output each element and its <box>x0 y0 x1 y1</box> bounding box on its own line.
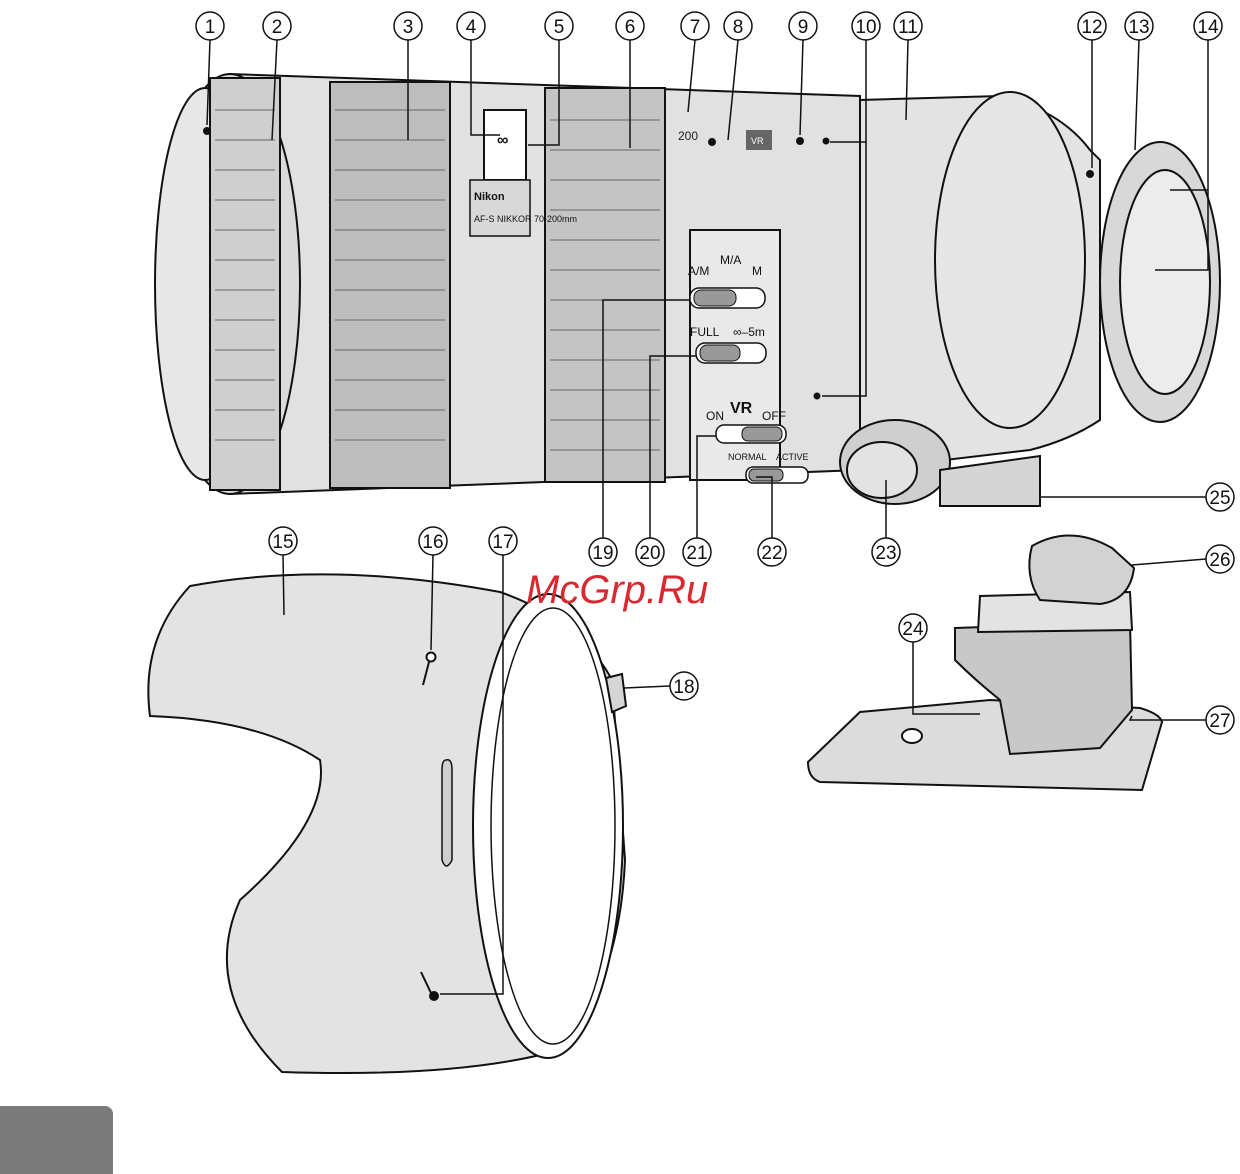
callout-number: 25 <box>1209 488 1230 509</box>
mount-index-dot <box>1086 170 1094 178</box>
callout-number: 19 <box>592 543 613 564</box>
callout-number: 16 <box>422 532 443 553</box>
callout-number: 10 <box>855 17 876 38</box>
callout-26: 26 <box>1206 545 1234 573</box>
callout-8: 8 <box>724 12 752 40</box>
callout-1: 1 <box>196 12 224 40</box>
lens-hood <box>148 574 626 1073</box>
callout-23: 23 <box>872 538 900 566</box>
callout-7: 7 <box>681 12 709 40</box>
callout-number: 2 <box>272 17 283 38</box>
callout-number: 13 <box>1128 17 1149 38</box>
callout-17: 17 <box>489 527 517 555</box>
brand-text: Nikon <box>474 191 505 203</box>
callout-2: 2 <box>263 12 291 40</box>
callout-22: 22 <box>758 538 786 566</box>
callout-15: 15 <box>269 527 297 555</box>
page-tab <box>0 1106 113 1174</box>
callout-25: 25 <box>1206 483 1234 511</box>
lens-mount-inner <box>1120 170 1210 394</box>
callout-number: 4 <box>466 17 477 38</box>
callout-number: 1 <box>205 17 216 38</box>
callout-number: 8 <box>733 17 744 38</box>
hood-alignment-dot <box>430 992 438 1000</box>
vr-title-label: VR <box>730 400 753 417</box>
focal-index-dot <box>708 138 716 146</box>
callout-number: 15 <box>272 532 293 553</box>
callout-number: 14 <box>1197 17 1219 38</box>
model-text: AF-S NIKKOR 70-200mm <box>474 214 577 224</box>
callout-number: 17 <box>492 532 513 553</box>
focus-limit-5m-label: ∞–5m <box>733 325 765 339</box>
focus-limit-full-label: FULL <box>690 325 720 339</box>
vr-index-dot <box>796 137 804 145</box>
focal-scale-200: 200 <box>678 129 698 143</box>
callout-number: 12 <box>1081 17 1102 38</box>
af-mode-ma-label: M/A <box>720 253 741 267</box>
callout-12: 12 <box>1078 12 1106 40</box>
callout-number: 27 <box>1209 711 1230 732</box>
focus-limit-switch-knob[interactable] <box>700 345 740 361</box>
callout-20: 20 <box>636 538 664 566</box>
callout-number: 24 <box>902 619 924 640</box>
callout-number: 6 <box>625 17 636 38</box>
callout-6: 6 <box>616 12 644 40</box>
tripod-socket <box>902 729 922 743</box>
tripod-foot-stub <box>940 456 1040 506</box>
tripod-knob-face <box>847 442 917 498</box>
callout-number: 11 <box>898 17 918 38</box>
watermark-text: McGrp.Ru <box>526 568 708 612</box>
brand-plate <box>470 180 530 236</box>
callout-10: 10 <box>852 12 880 40</box>
callout-3: 3 <box>394 12 422 40</box>
focus-mode-switch-knob[interactable] <box>694 290 736 306</box>
collar-index-dot-lower <box>814 393 821 400</box>
hood-inner-rim <box>491 608 615 1044</box>
zoom-ring-rubber[interactable] <box>330 82 450 488</box>
callout-number: 20 <box>639 543 660 564</box>
vr-on-off-switch-knob[interactable] <box>742 427 782 441</box>
tripod-foot <box>808 535 1162 790</box>
vr-mode-switch-knob[interactable] <box>749 469 783 481</box>
callout-21: 21 <box>683 538 711 566</box>
vr-normal-label: NORMAL <box>728 452 767 462</box>
callout-number: 5 <box>554 17 565 38</box>
callout-24: 24 <box>899 614 927 642</box>
callout-number: 9 <box>798 17 809 38</box>
callout-number: 21 <box>686 543 707 564</box>
callout-18: 18 <box>670 672 698 700</box>
callout-number: 18 <box>673 677 694 698</box>
af-mode-m-label: M <box>752 264 762 278</box>
vr-on-label: ON <box>706 409 724 423</box>
callout-number: 22 <box>761 543 782 564</box>
callout-number: 3 <box>403 17 414 38</box>
callout-number: 7 <box>690 17 701 38</box>
rear-cone <box>935 92 1085 428</box>
vr-active-label: ACTIVE <box>776 452 809 462</box>
tripod-foot-screw[interactable] <box>1029 535 1134 604</box>
callout-9: 9 <box>789 12 817 40</box>
callout-14: 14 <box>1194 12 1222 40</box>
callout-11: 11 <box>894 12 922 40</box>
zoom-ring[interactable] <box>545 88 665 482</box>
callout-5: 5 <box>545 12 573 40</box>
callout-27: 27 <box>1206 706 1234 734</box>
collar-index-dot-upper <box>823 138 830 145</box>
callout-13: 13 <box>1125 12 1153 40</box>
callout-number: 23 <box>875 543 896 564</box>
callout-19: 19 <box>589 538 617 566</box>
callout-4: 4 <box>457 12 485 40</box>
callout-number: 26 <box>1209 550 1230 571</box>
mounting-index-dot <box>203 127 211 135</box>
hood-mounting-index-dot <box>427 653 436 662</box>
hood-window <box>442 760 452 866</box>
af-mode-am-label: A/M <box>688 264 709 278</box>
vr-off-label: OFF <box>762 409 786 423</box>
callout-16: 16 <box>419 527 447 555</box>
vr-badge-text: VR <box>751 136 764 146</box>
